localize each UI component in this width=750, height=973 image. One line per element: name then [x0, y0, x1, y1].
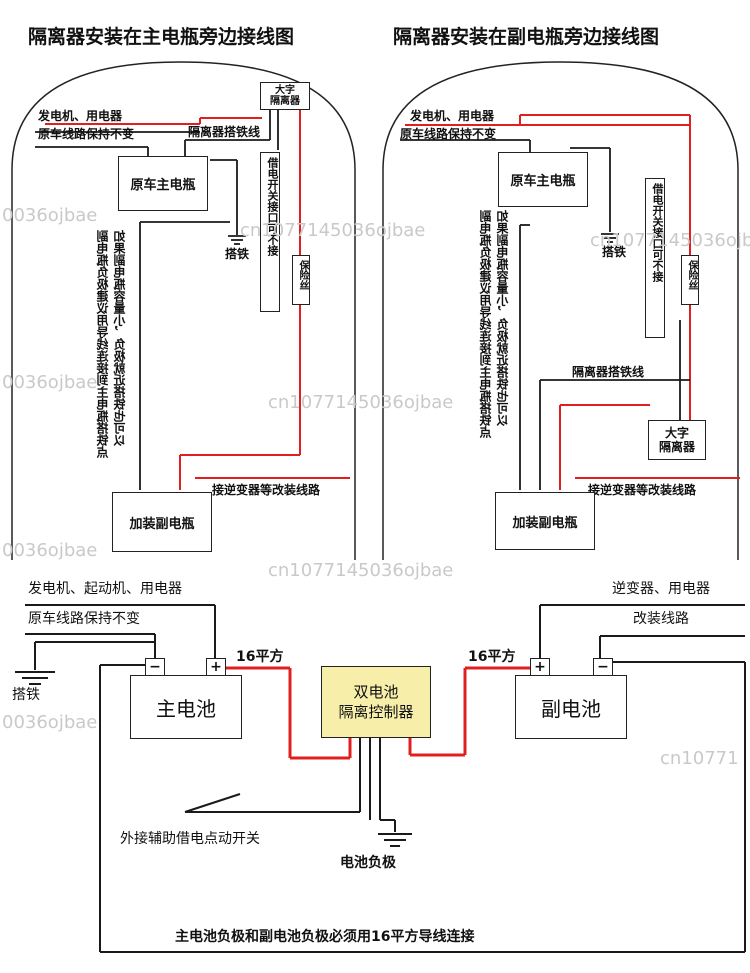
right-diagram-title: 隔离器安装在副电瓶旁边接线图	[393, 26, 660, 48]
right-isolator-box: 大字 隔离器	[648, 420, 706, 460]
right-orig-line-label: 原车线路保持不变	[400, 127, 497, 141]
right-inverter-label: 接逆变器等改装线路	[588, 483, 697, 497]
right-arch-outline	[382, 61, 739, 560]
battery-negative-label: 电池负极	[340, 855, 396, 871]
left-ground-wire-label: 隔离器搭铁线	[188, 125, 261, 139]
left-note-line2: 如果副电瓶容量小，负极就近搭铁也可以	[113, 230, 127, 446]
main-battery-positive-terminal: +	[206, 658, 226, 676]
bottom-ground-label: 搭铁	[12, 687, 40, 703]
left-aux-battery: 加装副电瓶	[112, 492, 212, 552]
aux-battery-negative-terminal: −	[593, 658, 613, 676]
footer-note: 主电池负极和副电池负极必须用16平方导线连接	[175, 929, 475, 945]
mod-line-label: 改装线路	[633, 611, 689, 627]
bottom-orig-line-label: 原车线路保持不变	[28, 611, 140, 627]
left-isolator-box: 大字 隔离器	[260, 82, 310, 110]
right-note-line1: 副电瓶负极建议用导线连接到主电瓶搭铁点	[479, 210, 493, 438]
left-note-line1: 副电瓶负极建议用导线连接到主电瓶搭铁点	[96, 230, 110, 458]
right-borrow-switch-label: 借电开关接口可不接	[645, 178, 665, 338]
left-16sq-label: 16平方	[236, 649, 284, 665]
left-orig-line-label: 原车线路保持不变	[38, 127, 135, 141]
right-16sq-label: 16平方	[468, 649, 516, 665]
aux-battery-positive-terminal: +	[530, 658, 550, 676]
right-main-battery: 原车主电瓶	[498, 152, 588, 207]
watermark: cn1077145036ojbae	[268, 560, 454, 581]
aux-battery: 副电池	[515, 675, 627, 739]
watermark: 0036ojbae	[2, 712, 98, 733]
switch-label: 外接辅助借电点动开关	[120, 831, 260, 847]
watermark: 0036ojbae	[2, 540, 98, 561]
watermark: 0036ojbae	[2, 205, 98, 226]
dual-battery-isolator: 双电池 隔离控制器	[321, 666, 431, 738]
watermark: cn1077145036ojbae	[240, 220, 426, 241]
right-ground-wire-label: 隔离器搭铁线	[572, 365, 645, 379]
left-main-battery: 原车主电瓶	[118, 156, 208, 211]
left-gen-label: 发电机、用电器	[38, 109, 123, 123]
left-borrow-switch-label: 借电开关接口可不接	[260, 152, 280, 312]
bottom-gen-label: 发电机、起动机、用电器	[28, 581, 182, 597]
main-battery-negative-terminal: −	[145, 658, 165, 676]
watermark: cn10771	[660, 748, 739, 769]
watermark: 0036ojbae	[2, 372, 98, 393]
right-aux-battery: 加装副电瓶	[495, 492, 595, 550]
right-fuse: 保险丝	[681, 255, 699, 305]
watermark: cn1077145036ojbae	[268, 392, 454, 413]
inverter-label: 逆变器、用电器	[612, 581, 710, 597]
right-ground-label: 搭铁	[602, 245, 627, 259]
left-arch-outline	[11, 61, 356, 560]
main-battery: 主电池	[130, 675, 242, 739]
watermark: cn1077145036ojbae	[590, 230, 750, 251]
right-gen-label: 发电机、用电器	[410, 109, 495, 123]
left-fuse: 保险丝	[292, 255, 310, 305]
left-diagram-title: 隔离器安装在主电瓶旁边接线图	[28, 26, 295, 48]
right-note-line2: 如果副电瓶容量小，负极就近搭铁也可以	[496, 210, 510, 426]
left-inverter-label: 接逆变器等改装线路	[212, 483, 321, 497]
left-ground-label: 搭铁	[225, 247, 250, 261]
